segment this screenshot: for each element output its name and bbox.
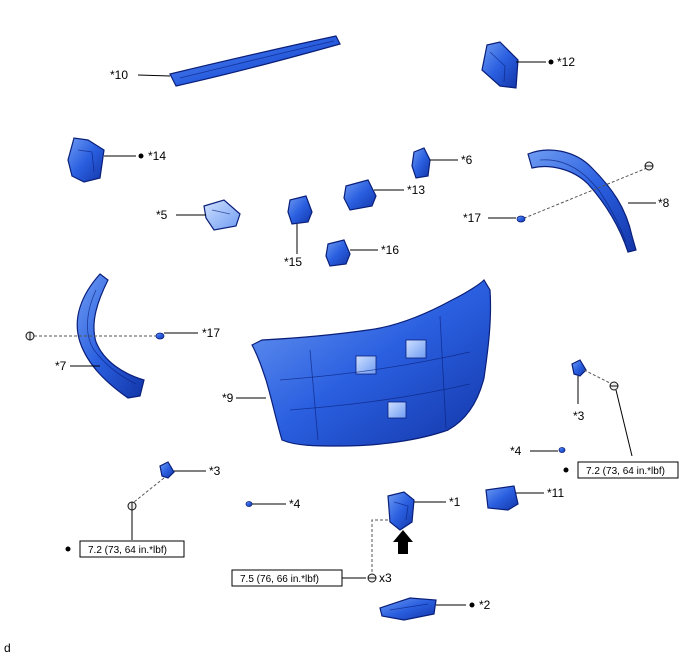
label-2: *2 bbox=[479, 598, 491, 612]
label-13: *13 bbox=[407, 183, 425, 197]
label-17-left: *17 bbox=[202, 326, 220, 340]
part-11-cover bbox=[485, 485, 519, 511]
part-14-bracket bbox=[67, 137, 105, 183]
part-12-bracket bbox=[481, 41, 519, 89]
bolt-icon-3-right bbox=[609, 381, 619, 391]
label-6: *6 bbox=[461, 153, 473, 167]
part-9-trim-board bbox=[251, 279, 492, 447]
label-4-left: *4 bbox=[289, 497, 301, 511]
label-4-right: *4 bbox=[510, 444, 522, 458]
part-15-cover bbox=[287, 195, 313, 225]
part-8-side-trim bbox=[527, 149, 637, 253]
part-3-left-clip bbox=[159, 461, 175, 479]
part-16-cover bbox=[325, 239, 351, 267]
screw-icon-7 bbox=[25, 331, 35, 341]
bullet-torque-left bbox=[65, 546, 71, 552]
bullet-2 bbox=[469, 602, 475, 608]
part-4-right-clip bbox=[558, 447, 566, 453]
corner-mark: d bbox=[4, 641, 11, 655]
label-14: *14 bbox=[148, 149, 166, 163]
part-5-lens bbox=[203, 199, 241, 231]
label-3-right: *3 bbox=[573, 409, 585, 423]
dashed-guide-8 bbox=[521, 167, 648, 220]
label-15: *15 bbox=[284, 255, 302, 269]
leader-torque-right bbox=[615, 389, 633, 457]
label-10: *10 bbox=[110, 68, 128, 82]
label-1: *1 bbox=[449, 495, 461, 509]
bullet-torque-right bbox=[563, 467, 569, 473]
part-7-side-trim bbox=[76, 273, 145, 399]
part-2-lower-garnish bbox=[379, 597, 437, 621]
part-10-garnish bbox=[169, 35, 341, 87]
bolt-icon-3-left bbox=[127, 501, 137, 511]
torque-box-right bbox=[577, 461, 679, 479]
trim-window-3 bbox=[387, 401, 407, 419]
label-17-right: *17 bbox=[463, 211, 481, 225]
torque-value-mid: 7.5 (76, 66 in.*lbf) bbox=[240, 574, 319, 585]
torque-box-left bbox=[79, 540, 185, 558]
install-direction-arrow-icon bbox=[393, 530, 413, 554]
label-9: *9 bbox=[222, 391, 234, 405]
part-4-left-clip bbox=[245, 501, 253, 507]
bolt-icon-1 bbox=[367, 573, 377, 583]
part-13-cover bbox=[343, 179, 377, 211]
part-3-right-clip bbox=[571, 359, 587, 377]
label-11: *11 bbox=[547, 486, 564, 500]
label-12: *12 bbox=[557, 55, 575, 69]
label-3-left: *3 bbox=[209, 464, 221, 478]
torque-value-right: 7.2 (73, 64 in.*lbf) bbox=[586, 466, 665, 477]
dashed-guide-3-right bbox=[583, 369, 613, 385]
part-6-clip bbox=[411, 147, 431, 179]
screw-icon-8 bbox=[644, 161, 654, 171]
dashed-guide-1 bbox=[371, 519, 388, 574]
label-8: *8 bbox=[658, 196, 670, 210]
dashed-guide-3-left bbox=[133, 477, 165, 503]
torque-value-left: 7.2 (73, 64 in.*lbf) bbox=[88, 545, 167, 556]
label-7: *7 bbox=[55, 359, 67, 373]
clip-icon-17-left bbox=[155, 332, 165, 340]
leader-10 bbox=[137, 74, 171, 77]
trim-window-2 bbox=[405, 339, 427, 359]
clip-icon-17-right bbox=[516, 215, 526, 223]
label-16: *16 bbox=[381, 243, 399, 257]
part-1-bracket bbox=[387, 491, 415, 531]
quantity-label: x3 bbox=[379, 571, 392, 585]
bullet-14 bbox=[138, 153, 144, 159]
bullet-12 bbox=[548, 59, 554, 65]
trim-window-1 bbox=[355, 355, 377, 375]
label-5: *5 bbox=[156, 208, 168, 222]
